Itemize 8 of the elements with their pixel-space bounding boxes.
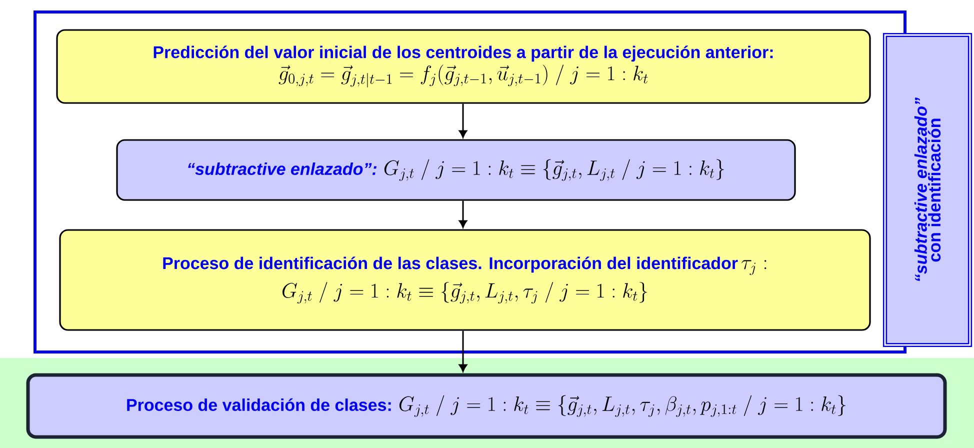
arrow	[458, 104, 468, 138]
arrow	[458, 200, 468, 228]
process-box: Proceso de validación de clases: $G_{j,t} \;/\; j=1:k_t \equiv \left\{\vec{g}_{j,t}, L_{j,t}, \tau_j, \beta_{j,t}, p_{j,1:t} \;/\; j=1:k_t\right\}$	[26, 373, 947, 439]
process-box: Predicción del valor inicial de los centroides a partir de la ejecución anterior: $\vec{g}_{0,j,t} = \vec{g}_{j,t|t-1} = f_j(\vec{g}_{j,t-1},\vec{u}_{j,t-1}) \;/\; j=1:k_t$	[56, 29, 871, 104]
arrow	[458, 330, 468, 372]
side-label-box: “subtractive enlazado” con identificación	[882, 32, 972, 348]
process-box: Proceso de identificación de las clases. Incorporación del identificador $\tau_j :$ $G_{j,t} \;/\; j=1:k_t \equiv \left\{\vec{g}_{j,t}, L_{j,t}, \tau_j \;/\; j=1:k_t\right\}$	[59, 229, 871, 331]
process-box: “subtractive enlazado”: $G_{j,t} \;/\; j=1:k_t \equiv \left\{\vec{g}_{j,t}, L_{j,t} \;/\; j=1:k_t\right\}$	[116, 139, 796, 201]
